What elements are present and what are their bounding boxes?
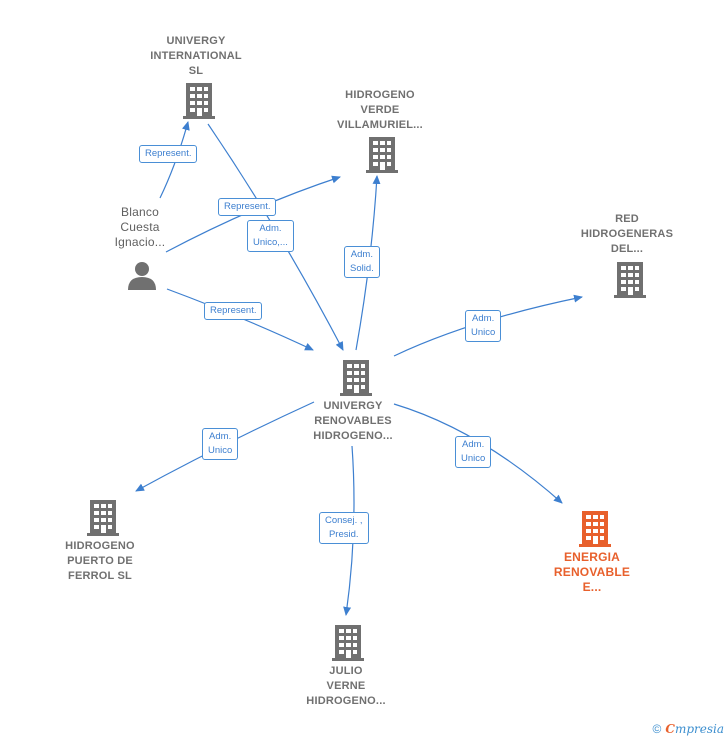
node-hidrogeno-puerto-label: HIDROGENO PUERTO DE FERROL SL <box>40 539 160 584</box>
label-line: HIDROGENO <box>345 89 415 101</box>
edge-label-represent[interactable]: Represent. <box>204 302 263 320</box>
node-blanco-label: Blanco Cuesta Ignacio... <box>100 205 180 250</box>
building-icon[interactable] <box>183 83 215 119</box>
label-line: Cuesta <box>120 220 160 234</box>
edge-label-consej-presid[interactable]: Consej. , Presid. <box>319 512 369 544</box>
edge-label-text: Solid. <box>350 263 374 274</box>
label-line: VERDE <box>360 104 400 116</box>
edge-label-text: Consej. , <box>325 515 363 526</box>
node-hidrogeno-verde-label: HIDROGENO VERDE VILLAMURIEL... <box>320 88 440 133</box>
label-line: RED <box>615 213 639 225</box>
edge-label-text: Represent. <box>145 148 192 159</box>
label-line: INTERNATIONAL <box>150 50 242 62</box>
label-line: Ignacio... <box>114 235 166 249</box>
brand-name: mpresia <box>674 722 724 736</box>
edge-label-text: Represent. <box>224 201 271 212</box>
edge-label-adm-solid[interactable]: Adm. Solid. <box>344 246 380 278</box>
label-line: HIDROGENO... <box>313 430 393 442</box>
edge-label-text: Unico <box>461 453 486 464</box>
label-line: HIDROGENERAS <box>580 228 674 240</box>
edge-label-text: Represent. <box>210 305 257 316</box>
label-line: DEL... <box>610 243 644 255</box>
copyright-icon: © <box>652 722 662 736</box>
edge-label-text: Unico <box>208 445 233 456</box>
building-icon[interactable] <box>340 360 372 396</box>
node-julio-verne-label: JULIO VERNE HIDROGENO... <box>286 664 406 709</box>
label-line: VERNE <box>326 680 366 692</box>
node-red-hidrogeneras-label: RED HIDROGENERAS DEL... <box>567 212 687 257</box>
label-line: VILLAMURIEL... <box>337 119 423 131</box>
label-line: JULIO <box>329 665 363 677</box>
edge-label-adm-unico[interactable]: Adm. Unico,... <box>247 220 294 252</box>
brand-initial: C <box>665 722 675 736</box>
edge-label-text: Unico <box>471 327 496 338</box>
label-line: E... <box>582 580 602 594</box>
edge-label-represent[interactable]: Represent. <box>139 145 198 163</box>
label-line: HIDROGENO <box>65 540 135 552</box>
label-line: RENOVABLES <box>314 415 392 427</box>
label-line: UNIVERGY <box>166 35 226 47</box>
node-univergy-renovables-label: UNIVERGY RENOVABLES HIDROGENO... <box>293 399 413 444</box>
node-energia-renovable-label: ENERGIA RENOVABLE E... <box>532 550 652 595</box>
label-line: HIDROGENO... <box>306 695 386 707</box>
building-icon[interactable] <box>579 511 611 547</box>
edge-label-text: Adm. <box>462 439 485 450</box>
edge-label-represent[interactable]: Represent. <box>218 198 277 216</box>
edge-label-text: Adm. <box>472 313 495 324</box>
node-univergy-international-label: UNIVERGY INTERNATIONAL SL <box>136 34 256 79</box>
label-line: ENERGIA <box>563 550 621 564</box>
building-icon[interactable] <box>614 262 646 298</box>
building-icon[interactable] <box>87 500 119 536</box>
label-line: FERROL SL <box>68 570 132 582</box>
empresia-logo[interactable]: ©Cmpresia <box>653 722 724 736</box>
label-line: PUERTO DE <box>67 555 133 567</box>
edge-label-adm-unico[interactable]: Adm. Unico <box>202 428 239 460</box>
edge-label-text: Adm. <box>350 249 373 260</box>
person-icon[interactable] <box>127 260 157 290</box>
edge-label-text: Adm. <box>209 431 232 442</box>
edge-label-adm-unico[interactable]: Adm. Unico <box>465 310 502 342</box>
label-line: RENOVABLE <box>553 565 631 579</box>
edge-label-text: Presid. <box>328 529 359 540</box>
edge-label-text: Unico,... <box>253 237 288 248</box>
label-line: Blanco <box>121 205 159 219</box>
edge-label-adm-unico[interactable]: Adm. Unico <box>455 436 492 468</box>
building-icon[interactable] <box>332 625 364 661</box>
edge-label-text: Adm. <box>259 223 282 234</box>
building-icon[interactable] <box>366 137 398 173</box>
label-line: SL <box>188 65 204 77</box>
label-line: UNIVERGY <box>323 400 383 412</box>
